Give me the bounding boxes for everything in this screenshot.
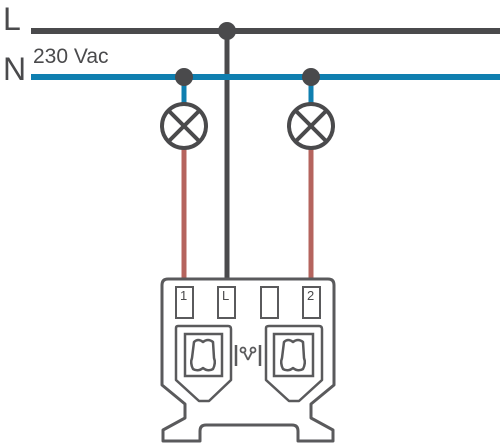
lamp-icon-2 — [287, 102, 335, 150]
voltage-label: 230 Vac — [33, 45, 109, 68]
neutral-junction-dot-1 — [175, 68, 193, 86]
terminal-l — [217, 286, 236, 319]
neutral-label: N — [3, 51, 26, 87]
terminal-blank — [260, 286, 279, 319]
neutral-junction-dot-2 — [302, 68, 320, 86]
lamp-icon-1 — [160, 102, 208, 150]
right-wire-entry — [264, 324, 324, 403]
terminal-label-1: 1 — [180, 288, 187, 303]
live-junction-dot — [218, 22, 236, 40]
switch-symbol-icon — [234, 345, 262, 366]
terminal-1 — [175, 286, 194, 319]
terminal-label-l: L — [222, 288, 229, 303]
terminal-label-2: 2 — [307, 288, 314, 303]
live-label: L — [3, 1, 21, 37]
terminal-2 — [302, 286, 321, 319]
left-wire-entry — [174, 324, 233, 403]
